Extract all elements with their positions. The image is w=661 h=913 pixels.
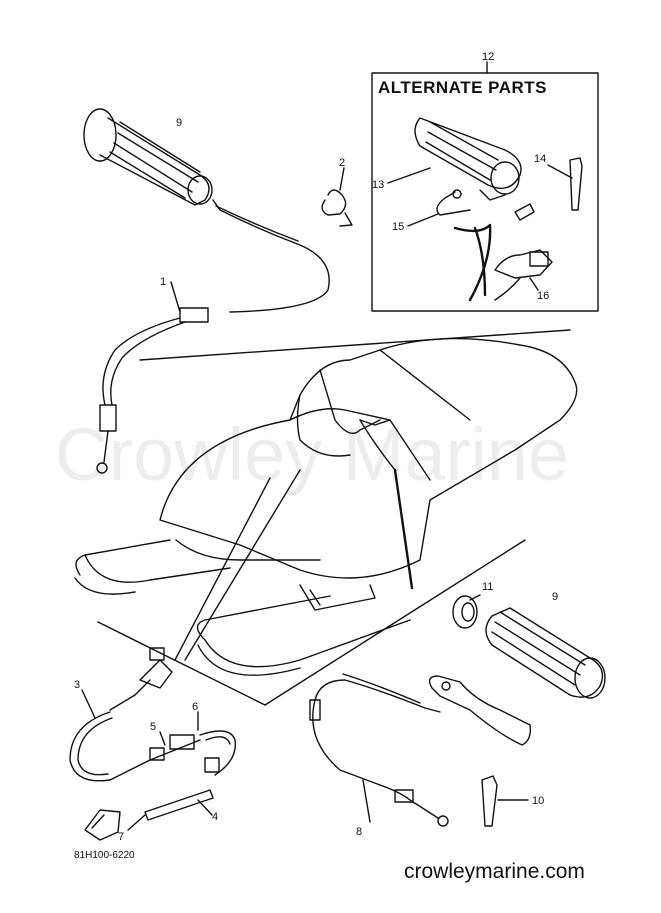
alternate-parts-title: ALTERNATE PARTS [378, 78, 547, 97]
bar-4 [144, 789, 214, 821]
throttle-cable-1 [96, 199, 330, 474]
brake-cable-8 [309, 673, 449, 827]
drawing-code: 81H100-6220 [74, 850, 135, 861]
callout-13: 13 [372, 179, 384, 191]
callout-10: 10 [532, 795, 544, 807]
handlebar-grip-9-right [485, 607, 606, 699]
alt-grip-13 [414, 117, 522, 201]
clamp-2 [321, 189, 353, 227]
callout-11: 11 [482, 581, 493, 593]
wire-6 [199, 730, 237, 776]
clamp-15 [436, 189, 535, 221]
callout-3: 3 [74, 679, 80, 691]
callout-15: 15 [392, 221, 404, 233]
callout-14: 14 [534, 153, 546, 165]
switch-16 [453, 223, 553, 302]
callout-9-top: 9 [176, 117, 182, 129]
connector-5 [129, 734, 201, 771]
callout-9-right: 9 [552, 591, 558, 603]
callout-6: 6 [192, 701, 198, 713]
callout-8: 8 [356, 826, 362, 838]
callout-7: 7 [118, 831, 124, 843]
handlebar-grip-9-left [83, 108, 213, 206]
callout-5: 5 [150, 721, 156, 733]
callout-4: 4 [212, 811, 218, 823]
clip-10 [481, 775, 498, 827]
callout-12: 12 [482, 51, 494, 63]
alternate-parts-box [371, 72, 599, 312]
cap-7 [84, 809, 121, 841]
site-url: crowleymarine.com [404, 860, 585, 883]
switch-3 [69, 647, 173, 782]
callout-1: 1 [160, 276, 166, 288]
brake-lever [428, 675, 532, 746]
callout-16: 16 [537, 290, 549, 302]
clip-14 [569, 157, 583, 211]
callout-2: 2 [339, 157, 345, 169]
ring-11 [452, 595, 478, 629]
snowmobile-body [74, 329, 578, 706]
